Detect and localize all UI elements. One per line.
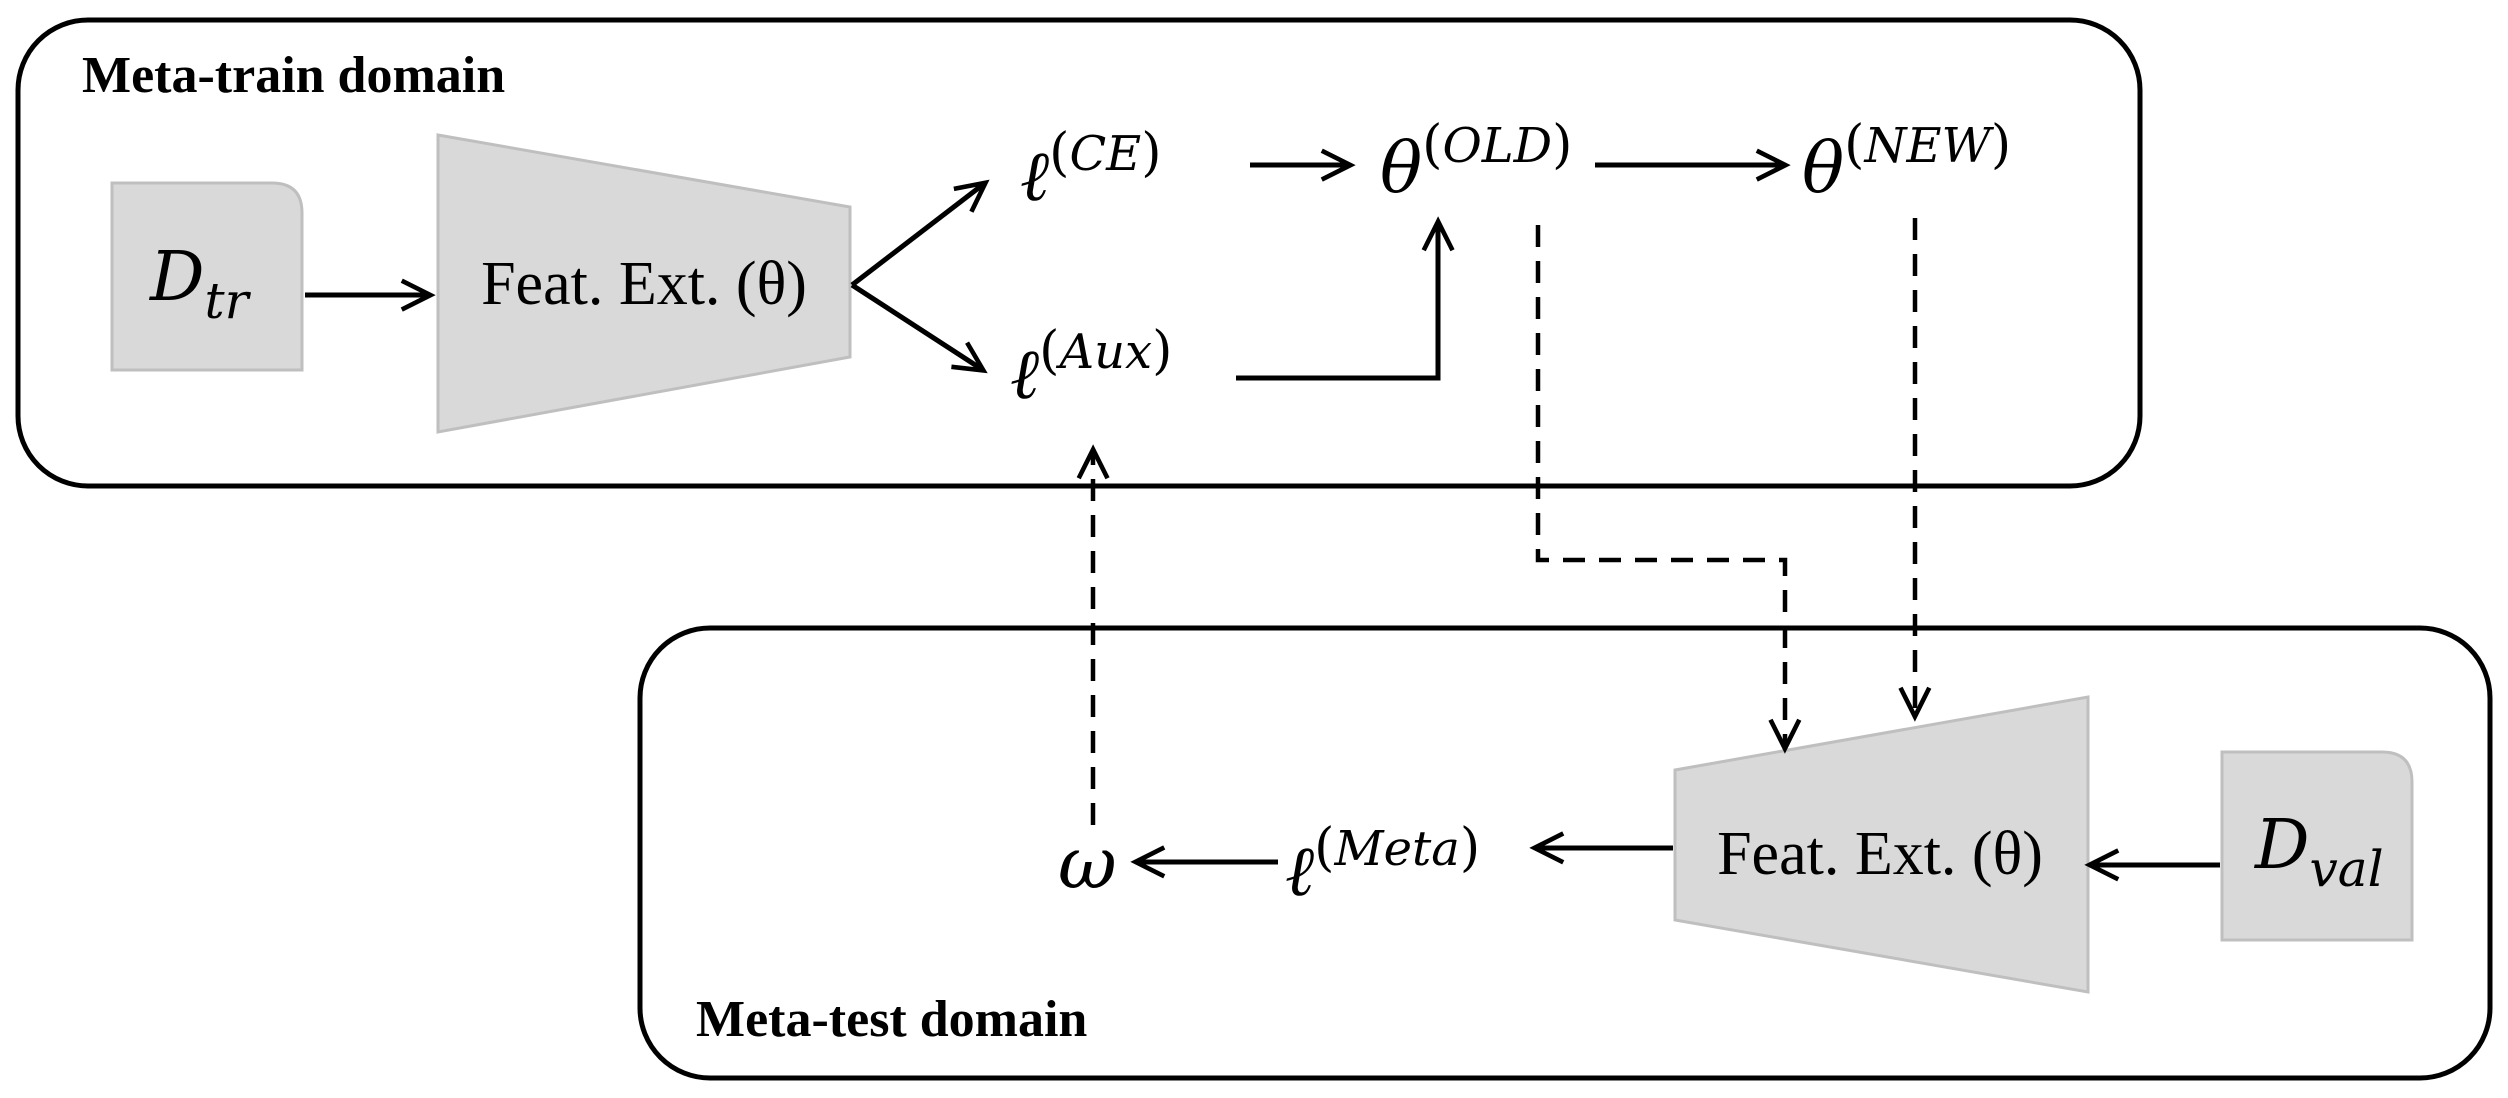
d-val-sub: val [2310,840,2384,898]
theta-new-close: ) [1991,115,2011,175]
theta-old-base: θ [1380,127,1422,209]
d-tr-label: Dtr [148,238,252,330]
loss-aux-close: ) [1152,321,1172,381]
loss-meta-label: ℓ(Meta) [1285,818,1480,912]
loss-aux-label: ℓ(Aux) [1010,321,1172,415]
theta-new-sup: NEW [1863,118,1994,174]
d-val-box [2220,750,2414,942]
omega-label: ω [1058,821,1117,905]
theta-old-open: ( [1422,115,1442,175]
meta-train-frame [15,17,2143,489]
feat-ext-test-box [1673,695,2090,994]
loss-meta-sup: Meta [1333,821,1459,877]
loss-meta-base: ℓ [1285,830,1314,912]
theta-new-base: θ [1802,127,1844,209]
meta-train-title: Meta-train domain [82,47,505,104]
loss-ce-sup: CE [1069,126,1141,182]
loss-aux-base: ℓ [1010,333,1039,415]
loss-ce-base: ℓ [1020,135,1049,217]
meta-test-frame [637,625,2493,1081]
d-tr-base: D [148,238,205,317]
theta-new-open: ( [1844,115,1864,175]
arrow-extractor-to-ce [850,179,990,287]
loss-aux-open: ( [1039,321,1059,381]
theta-old-label: θ(OLD) [1380,115,1572,209]
d-tr-box [110,181,304,372]
loss-aux-sup: Aux [1055,324,1152,380]
feat-ext-train-label: Feat. Ext. (θ) [481,250,807,318]
theta-new-label: θ(NEW) [1802,115,2011,209]
arrow-extractor-to-aux [850,282,988,374]
feat-ext-test-label: Feat. Ext. (θ) [1717,820,2043,888]
loss-ce-close: ) [1141,123,1161,183]
d-val-label: Dval [2253,806,2384,898]
loss-meta-open: ( [1314,818,1334,878]
feat-ext-train-box [436,133,852,434]
loss-ce-open: ( [1049,123,1069,183]
meta-test-title: Meta-test domain [696,991,1087,1048]
loss-ce-label: ℓ(CE) [1020,123,1162,217]
theta-old-close: ) [1552,115,1572,175]
d-tr-sub: tr [205,272,252,330]
arrow-aux-to-theta-old [1236,216,1455,381]
theta-old-sup: OLD [1442,118,1552,174]
loss-meta-close: ) [1460,818,1480,878]
d-val-base: D [2253,806,2310,885]
